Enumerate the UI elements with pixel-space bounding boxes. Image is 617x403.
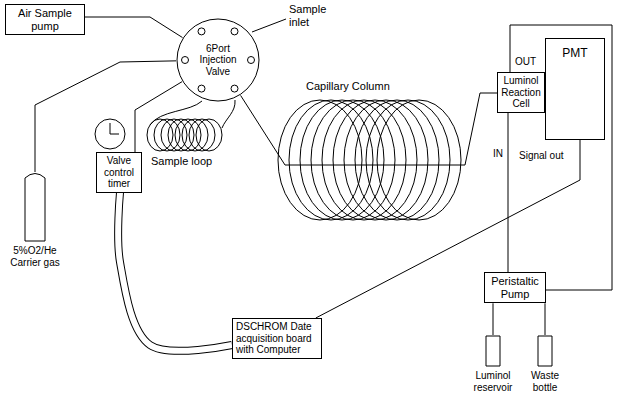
- valve-body: [177, 19, 259, 101]
- port-label: IN: [492, 148, 504, 160]
- coil-turn: [278, 100, 362, 220]
- node-text: Waste bottle: [520, 370, 570, 393]
- shape-caption: Luminol reservoir: [468, 370, 518, 393]
- tube-connector: [135, 82, 182, 152]
- coil-turn: [366, 100, 450, 220]
- coil-turn: [333, 100, 417, 220]
- injection-valve: 6Port Injection Valve: [176, 18, 260, 102]
- node-text: PMT: [548, 47, 602, 61]
- bottle-outline: [468, 335, 518, 367]
- gas-cylinder-body: [25, 174, 45, 242]
- detector-box: PMT: [545, 38, 605, 140]
- leader-line: [252, 19, 286, 32]
- signal-label: Signal out: [518, 150, 564, 162]
- column-label: Capillary Column: [305, 80, 391, 93]
- valve-port: [231, 28, 238, 35]
- node-text: 6Port Injection Valve: [190, 43, 246, 78]
- sample-loop-coil: [147, 100, 235, 151]
- tube-connector: [85, 17, 183, 38]
- reservoir-bottle: Luminol reservoir: [468, 335, 518, 393]
- coil-turn: [300, 100, 384, 220]
- coil-turn: [289, 100, 373, 220]
- peristaltic-pump: Peristaltic Pump: [484, 272, 546, 303]
- node-text: Valve control timer: [100, 155, 138, 190]
- bottle-outline: [520, 335, 570, 367]
- clock-hand: [110, 123, 111, 134]
- timer-box: Valve control timer: [96, 152, 142, 193]
- valve-port: [231, 85, 238, 92]
- valve-port: [182, 57, 189, 64]
- node-text: DSCHROM Date acquisition board with Comp…: [236, 321, 318, 356]
- connector-line: [510, 25, 612, 290]
- cylinder-outline: [4, 172, 66, 242]
- coil-turn: [182, 119, 208, 151]
- coil-turn: [168, 119, 194, 151]
- reaction-cell: Luminol Reaction Cell: [497, 72, 545, 113]
- gas-cylinder: 5%O2/He Carrier gas: [4, 172, 66, 268]
- connector-line: [241, 93, 497, 165]
- tube-connector: [510, 25, 612, 290]
- coil-turn: [311, 100, 395, 220]
- connector-line: [316, 140, 580, 318]
- waste-bottle: Waste bottle: [520, 335, 570, 393]
- node-text: Peristaltic Pump: [488, 275, 542, 300]
- valve-text-area: 6Port Injection Valve: [190, 32, 246, 88]
- coil-turn: [161, 119, 187, 151]
- cable-connector: [118, 193, 232, 351]
- cable-outline: [118, 193, 232, 351]
- tube-connector: [316, 140, 580, 318]
- node-text: 5%O2/He Carrier gas: [4, 245, 66, 268]
- connector-line: [493, 303, 494, 335]
- valve-port: [248, 57, 255, 64]
- node-text: Luminol reservoir: [468, 370, 518, 393]
- tube-connector: [241, 93, 497, 165]
- bottle-body: [538, 336, 552, 366]
- valve-port: [198, 85, 205, 92]
- capillary-column-coil: [278, 100, 461, 220]
- valve-port: [198, 28, 205, 35]
- node-text: Luminol Reaction Cell: [501, 75, 541, 110]
- shape-caption: Waste bottle: [520, 370, 570, 393]
- clock-face: [95, 119, 125, 149]
- tube-connector: [508, 113, 509, 273]
- coil-turn: [154, 119, 180, 151]
- connector-line: [135, 82, 182, 152]
- loop-label: Sample loop: [150, 155, 213, 168]
- inlet-label: Sample inlet: [288, 3, 334, 28]
- coil-turn: [196, 119, 222, 151]
- coil-turn: [175, 119, 201, 151]
- node-text: Air Sample pump: [9, 7, 81, 32]
- connector-line: [85, 17, 183, 38]
- coil-turn: [377, 100, 461, 220]
- clock-symbol: [95, 119, 125, 149]
- connector-line: [545, 303, 546, 335]
- loop-lead: [222, 100, 235, 128]
- computer-box: DSCHROM Date acquisition board with Comp…: [232, 318, 322, 359]
- tube-connector: [545, 303, 546, 335]
- shape-caption: 5%O2/He Carrier gas: [4, 245, 66, 268]
- coil-turn: [344, 100, 428, 220]
- bottle-body: [486, 336, 500, 366]
- coil-turn: [189, 119, 215, 151]
- loop-lead: [150, 101, 202, 125]
- clock-hand: [110, 134, 119, 135]
- port-label: OUT: [514, 56, 537, 68]
- connector-line: [508, 113, 509, 273]
- tube-connector: [493, 303, 494, 335]
- coil-turn: [322, 100, 406, 220]
- coil-turn: [355, 100, 439, 220]
- pump-box: Air Sample pump: [5, 4, 85, 35]
- cable-core: [118, 193, 232, 351]
